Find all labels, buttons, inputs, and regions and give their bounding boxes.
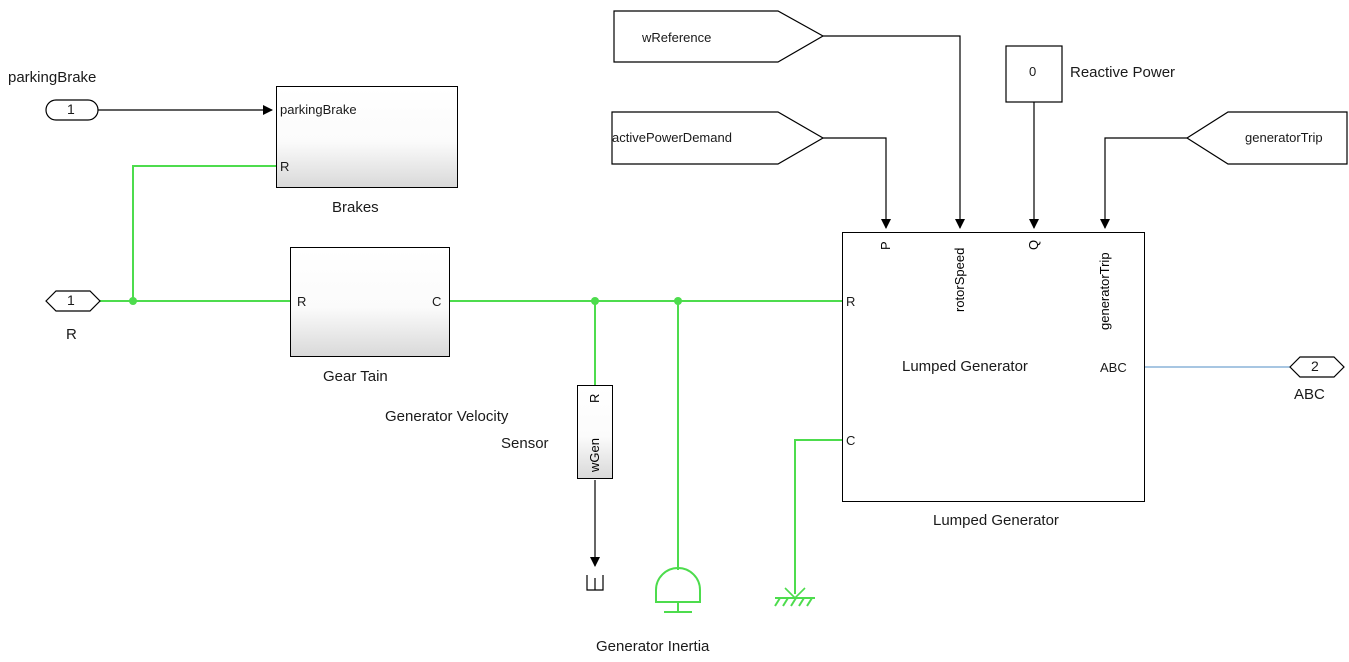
gear-block[interactable] bbox=[290, 247, 450, 357]
sensor-name-line1: Generator Velocity bbox=[385, 408, 509, 425]
inport-parkingbrake[interactable] bbox=[45, 99, 99, 121]
signal-activepower[interactable] bbox=[823, 137, 891, 229]
from-generatortrip[interactable] bbox=[1185, 111, 1348, 165]
generator-port-r: R bbox=[846, 294, 856, 309]
junction-dot bbox=[591, 297, 599, 305]
from-shape bbox=[1185, 111, 1348, 165]
connport-abc[interactable] bbox=[1289, 356, 1345, 378]
inertia-name: Generator Inertia bbox=[596, 638, 710, 655]
from-wreference[interactable] bbox=[613, 10, 825, 63]
generator-inner-title: Lumped Generator bbox=[902, 358, 1028, 375]
terminator-icon[interactable] bbox=[586, 575, 604, 591]
connport-r[interactable] bbox=[45, 290, 101, 312]
gear-name: Gear Tain bbox=[323, 368, 388, 385]
from-shape bbox=[611, 111, 825, 165]
signal-wreference[interactable] bbox=[823, 35, 965, 229]
junction-dot bbox=[129, 297, 137, 305]
conn-generator-c-ground[interactable] bbox=[794, 439, 842, 594]
generator-port-trip: generatorTrip bbox=[1097, 252, 1112, 330]
inport-number: 1 bbox=[67, 101, 75, 117]
connport-shape bbox=[1289, 356, 1345, 378]
generator-name: Lumped Generator bbox=[933, 512, 1059, 529]
from-label-activepowerdemand: activePowerDemand bbox=[612, 130, 732, 145]
constant-block[interactable] bbox=[1005, 45, 1063, 103]
generator-port-c: C bbox=[846, 433, 856, 448]
sensor-name-line2: Sensor bbox=[501, 435, 549, 452]
mechanical-ground-icon[interactable] bbox=[774, 587, 815, 607]
connport-shape bbox=[45, 290, 101, 312]
constant-label: Reactive Power bbox=[1070, 64, 1176, 81]
outport-number: 2 bbox=[1311, 358, 1319, 374]
sensor-block[interactable] bbox=[577, 385, 613, 479]
inport-label-parkingbrake: parkingBrake bbox=[8, 69, 97, 86]
signal-lines bbox=[98, 35, 1187, 567]
junction-dot bbox=[674, 297, 682, 305]
generator-port-abc: ABC bbox=[1100, 360, 1127, 375]
generator-block[interactable] bbox=[842, 232, 1145, 502]
generator-port-p: P bbox=[878, 241, 893, 250]
mechanical-lines bbox=[100, 165, 842, 594]
brakes-port-in: parkingBrake bbox=[280, 102, 357, 117]
generator-port-rotorspeed: rotorSpeed bbox=[952, 247, 967, 312]
brakes-port-r: R bbox=[280, 159, 290, 174]
from-label-generatortrip: generatorTrip bbox=[1245, 130, 1323, 145]
conn-r-to-brakes[interactable] bbox=[132, 165, 276, 301]
inport-shape bbox=[45, 99, 99, 121]
generator-port-q: Q bbox=[1026, 239, 1041, 250]
inport-number: 1 bbox=[67, 292, 75, 308]
from-label-wreference: wReference bbox=[642, 30, 712, 45]
inertia-icon[interactable] bbox=[655, 567, 701, 613]
gear-port-c: C bbox=[432, 294, 442, 309]
from-shape bbox=[613, 10, 825, 63]
from-activepowerdemand[interactable] bbox=[611, 111, 825, 165]
outport-label-abc: ABC bbox=[1294, 386, 1325, 403]
sensor-port-out: wGen bbox=[587, 438, 602, 472]
brakes-name: Brakes bbox=[332, 199, 379, 216]
gear-port-r: R bbox=[297, 294, 307, 309]
signal-generatortrip[interactable] bbox=[1100, 137, 1187, 229]
brakes-block[interactable] bbox=[276, 86, 458, 188]
constant-value: 0 bbox=[1029, 64, 1037, 79]
inport-label-r: R bbox=[66, 326, 77, 343]
junction-dots bbox=[129, 297, 682, 305]
sensor-port-r: R bbox=[587, 393, 602, 403]
